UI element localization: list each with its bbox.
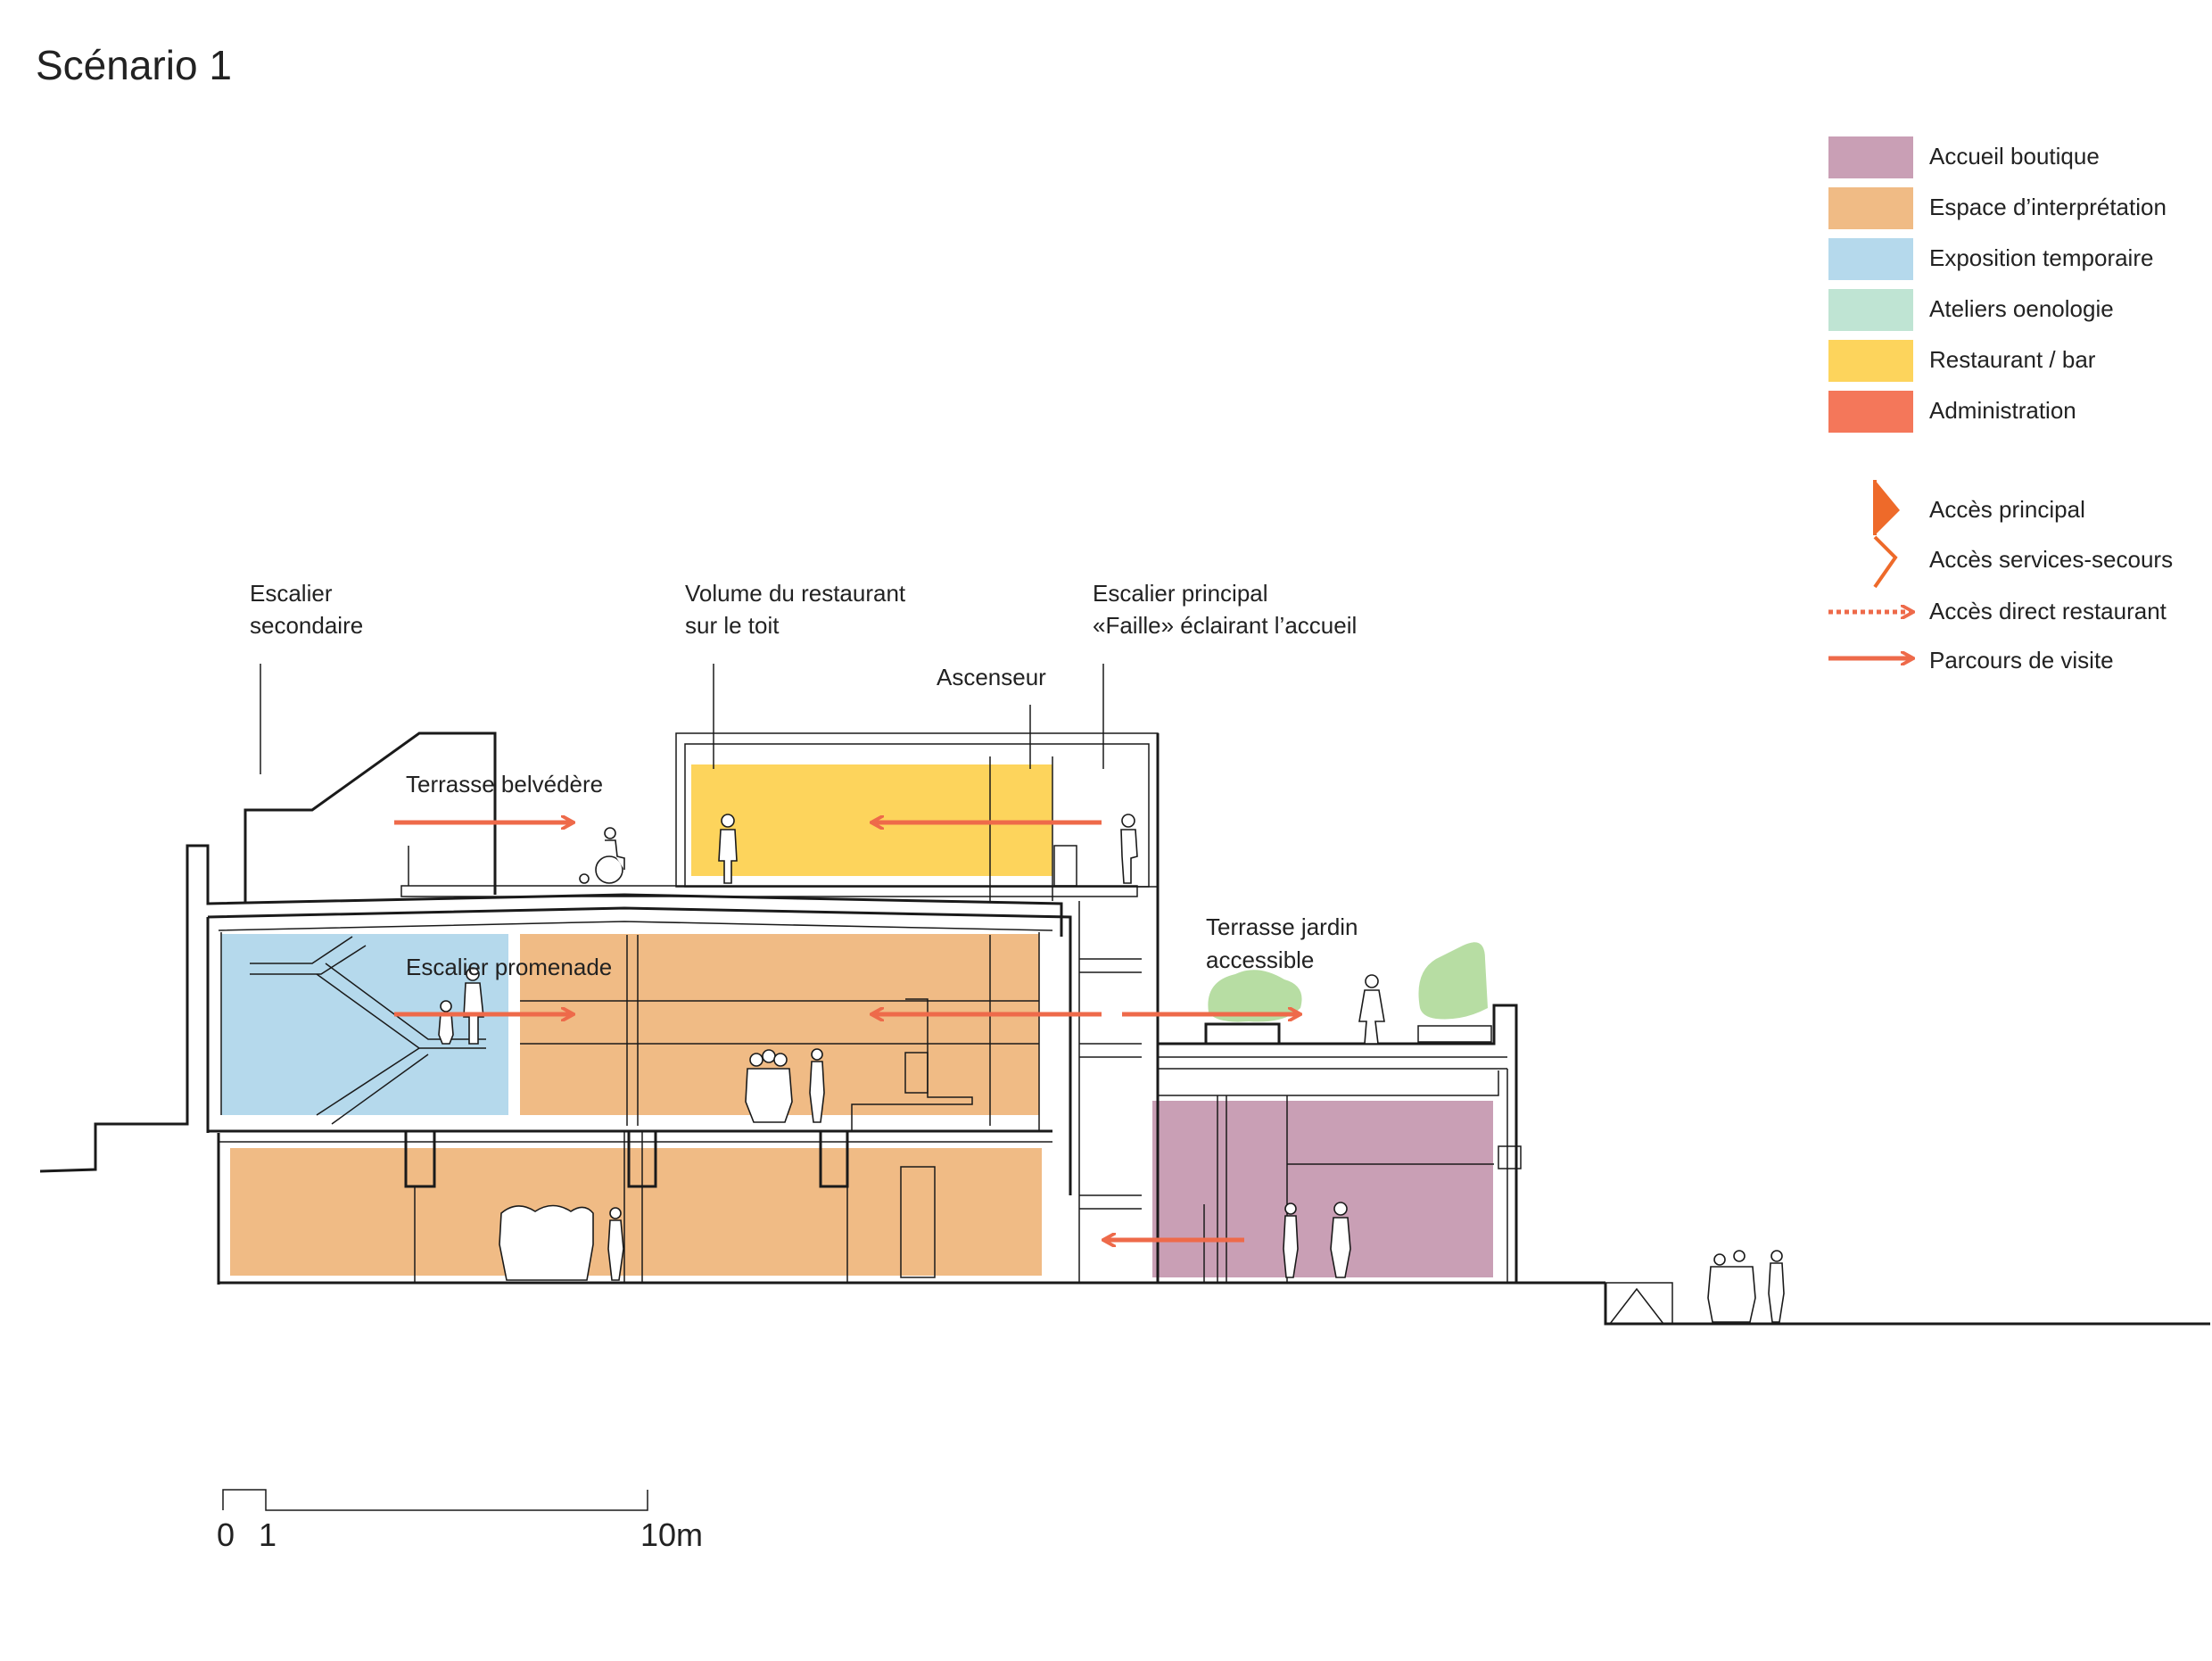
flag-icon bbox=[1875, 480, 1900, 535]
scale-label-zero: 0 bbox=[217, 1516, 235, 1553]
label-escalier-promenade: Escalier promenade bbox=[406, 954, 612, 980]
zone-interpretation-lower bbox=[230, 1148, 1042, 1276]
group-silhouette bbox=[745, 1049, 793, 1123]
circulation-arrows bbox=[394, 822, 1298, 1240]
person-silhouette bbox=[1283, 1202, 1299, 1278]
greenery bbox=[1208, 942, 1488, 1022]
legend-label: Ateliers oenologie bbox=[1929, 295, 2114, 322]
legend-label: Administration bbox=[1929, 397, 2076, 424]
shrub-left bbox=[1208, 970, 1302, 1022]
legend-label: Accès direct restaurant bbox=[1929, 598, 2167, 624]
label-ascenseur: Ascenseur bbox=[937, 664, 1046, 690]
person-silhouette bbox=[718, 814, 738, 884]
legend-label: Accueil boutique bbox=[1929, 143, 2100, 169]
label-escalier-secondaire: secondaire bbox=[250, 612, 363, 639]
person-silhouette bbox=[438, 1000, 454, 1045]
label-terrasse-jardin: Terrasse jardin bbox=[1206, 913, 1358, 940]
zone-exposition bbox=[221, 934, 508, 1115]
person-silhouette bbox=[1120, 814, 1138, 884]
label-volume-restaurant: Volume du restaurant bbox=[685, 580, 906, 607]
legend-swatch-ateliers bbox=[1828, 289, 1913, 331]
legend-swatch-accueil bbox=[1828, 136, 1913, 178]
legend-swatch-administration bbox=[1828, 391, 1913, 433]
tree-right bbox=[1418, 942, 1488, 1020]
label-escalier-principal: Escalier principal bbox=[1093, 580, 1268, 607]
scale-label-one: 1 bbox=[259, 1516, 276, 1553]
scale-bar: 0 1 10m bbox=[217, 1489, 703, 1553]
legend-label: Accès principal bbox=[1929, 496, 2085, 523]
page-title: Scénario 1 bbox=[36, 42, 232, 88]
person-silhouette bbox=[809, 1048, 825, 1123]
crowd-silhouette bbox=[499, 1204, 594, 1281]
scale-label-ten: 10m bbox=[640, 1516, 703, 1553]
legend-label: Exposition temporaire bbox=[1929, 244, 2153, 271]
label-escalier-secondaire: Escalier bbox=[250, 580, 333, 607]
building-section bbox=[39, 731, 2210, 1326]
label-terrasse-jardin: accessible bbox=[1206, 946, 1314, 973]
person-silhouette bbox=[1330, 1202, 1351, 1278]
legend-label: Espace d’interprétation bbox=[1929, 194, 2167, 220]
group-silhouette bbox=[1707, 1250, 1785, 1323]
program-zones bbox=[221, 764, 1493, 1277]
label-terrasse-belvedere: Terrasse belvédère bbox=[406, 771, 603, 797]
legend-label: Restaurant / bar bbox=[1929, 346, 2096, 373]
legend-swatch-exposition bbox=[1828, 238, 1913, 280]
label-volume-restaurant: sur le toit bbox=[685, 612, 780, 639]
person-silhouette bbox=[607, 1207, 624, 1281]
person-silhouette bbox=[1358, 974, 1385, 1045]
legend-swatch-interpretation bbox=[1828, 187, 1913, 229]
legend-label: Parcours de visite bbox=[1929, 647, 2114, 673]
wheelchair-user bbox=[579, 827, 625, 884]
label-escalier-principal: «Faille» éclairant l’accueil bbox=[1093, 612, 1357, 639]
leader-lines bbox=[260, 664, 1104, 774]
legend: Accueil boutique Espace d’interprétation… bbox=[1828, 136, 2173, 673]
zone-accueil bbox=[1152, 1101, 1493, 1277]
annotations: Escalier secondaire Volume du restaurant… bbox=[250, 580, 1358, 980]
legend-label: Accès services-secours bbox=[1929, 546, 2173, 573]
chevron-icon bbox=[1873, 535, 1898, 589]
human-figures bbox=[438, 814, 1785, 1323]
legend-swatch-restaurant bbox=[1828, 340, 1913, 382]
